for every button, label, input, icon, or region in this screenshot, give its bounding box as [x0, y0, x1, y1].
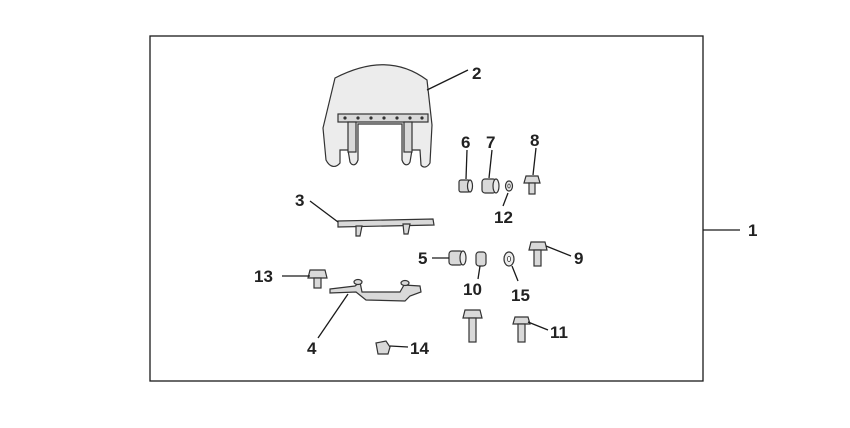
callout-10: 10 — [463, 280, 482, 299]
callout-11: 11 — [550, 323, 568, 342]
callout-3: 3 — [295, 191, 304, 210]
callout-4: 4 — [307, 339, 317, 358]
bolt-11-part — [462, 309, 531, 343]
bushing-part — [481, 178, 500, 194]
windshield-part — [322, 64, 433, 168]
clip-part — [375, 340, 391, 355]
leader-3 — [309, 200, 339, 223]
callout-14: 14 — [410, 339, 429, 358]
leader-10 — [477, 265, 481, 280]
lower-bracket-part — [329, 278, 422, 302]
callout-13: 13 — [254, 267, 273, 286]
callout-5: 5 — [418, 249, 427, 268]
washer-15-part — [503, 251, 515, 267]
leader-4 — [317, 293, 349, 339]
grommet-part — [448, 250, 467, 266]
leader-11 — [527, 321, 549, 331]
bolt-9-part — [528, 241, 548, 267]
leader-15 — [511, 265, 519, 282]
callout-12: 12 — [494, 208, 513, 227]
leader-14 — [389, 345, 409, 348]
leader-9 — [545, 245, 572, 257]
callout-8: 8 — [530, 131, 539, 150]
callout-9: 9 — [574, 249, 583, 268]
leader-6 — [465, 149, 468, 180]
callout-2: 2 — [472, 64, 481, 83]
leader-2 — [426, 69, 469, 91]
leader-7 — [488, 149, 493, 179]
washer-12-part — [504, 180, 514, 192]
spacer-10-part — [475, 251, 487, 267]
callout-6: 6 — [461, 133, 470, 152]
callout-15: 15 — [511, 286, 530, 305]
callout-7: 7 — [486, 133, 495, 152]
leader-12 — [502, 192, 509, 207]
bolt-13-part — [307, 269, 328, 289]
callout-1: 1 — [748, 221, 757, 240]
spacer-part — [458, 179, 474, 193]
upper-bracket-part — [337, 218, 435, 237]
bolt-8-part — [523, 175, 541, 195]
leader-8 — [532, 147, 537, 176]
